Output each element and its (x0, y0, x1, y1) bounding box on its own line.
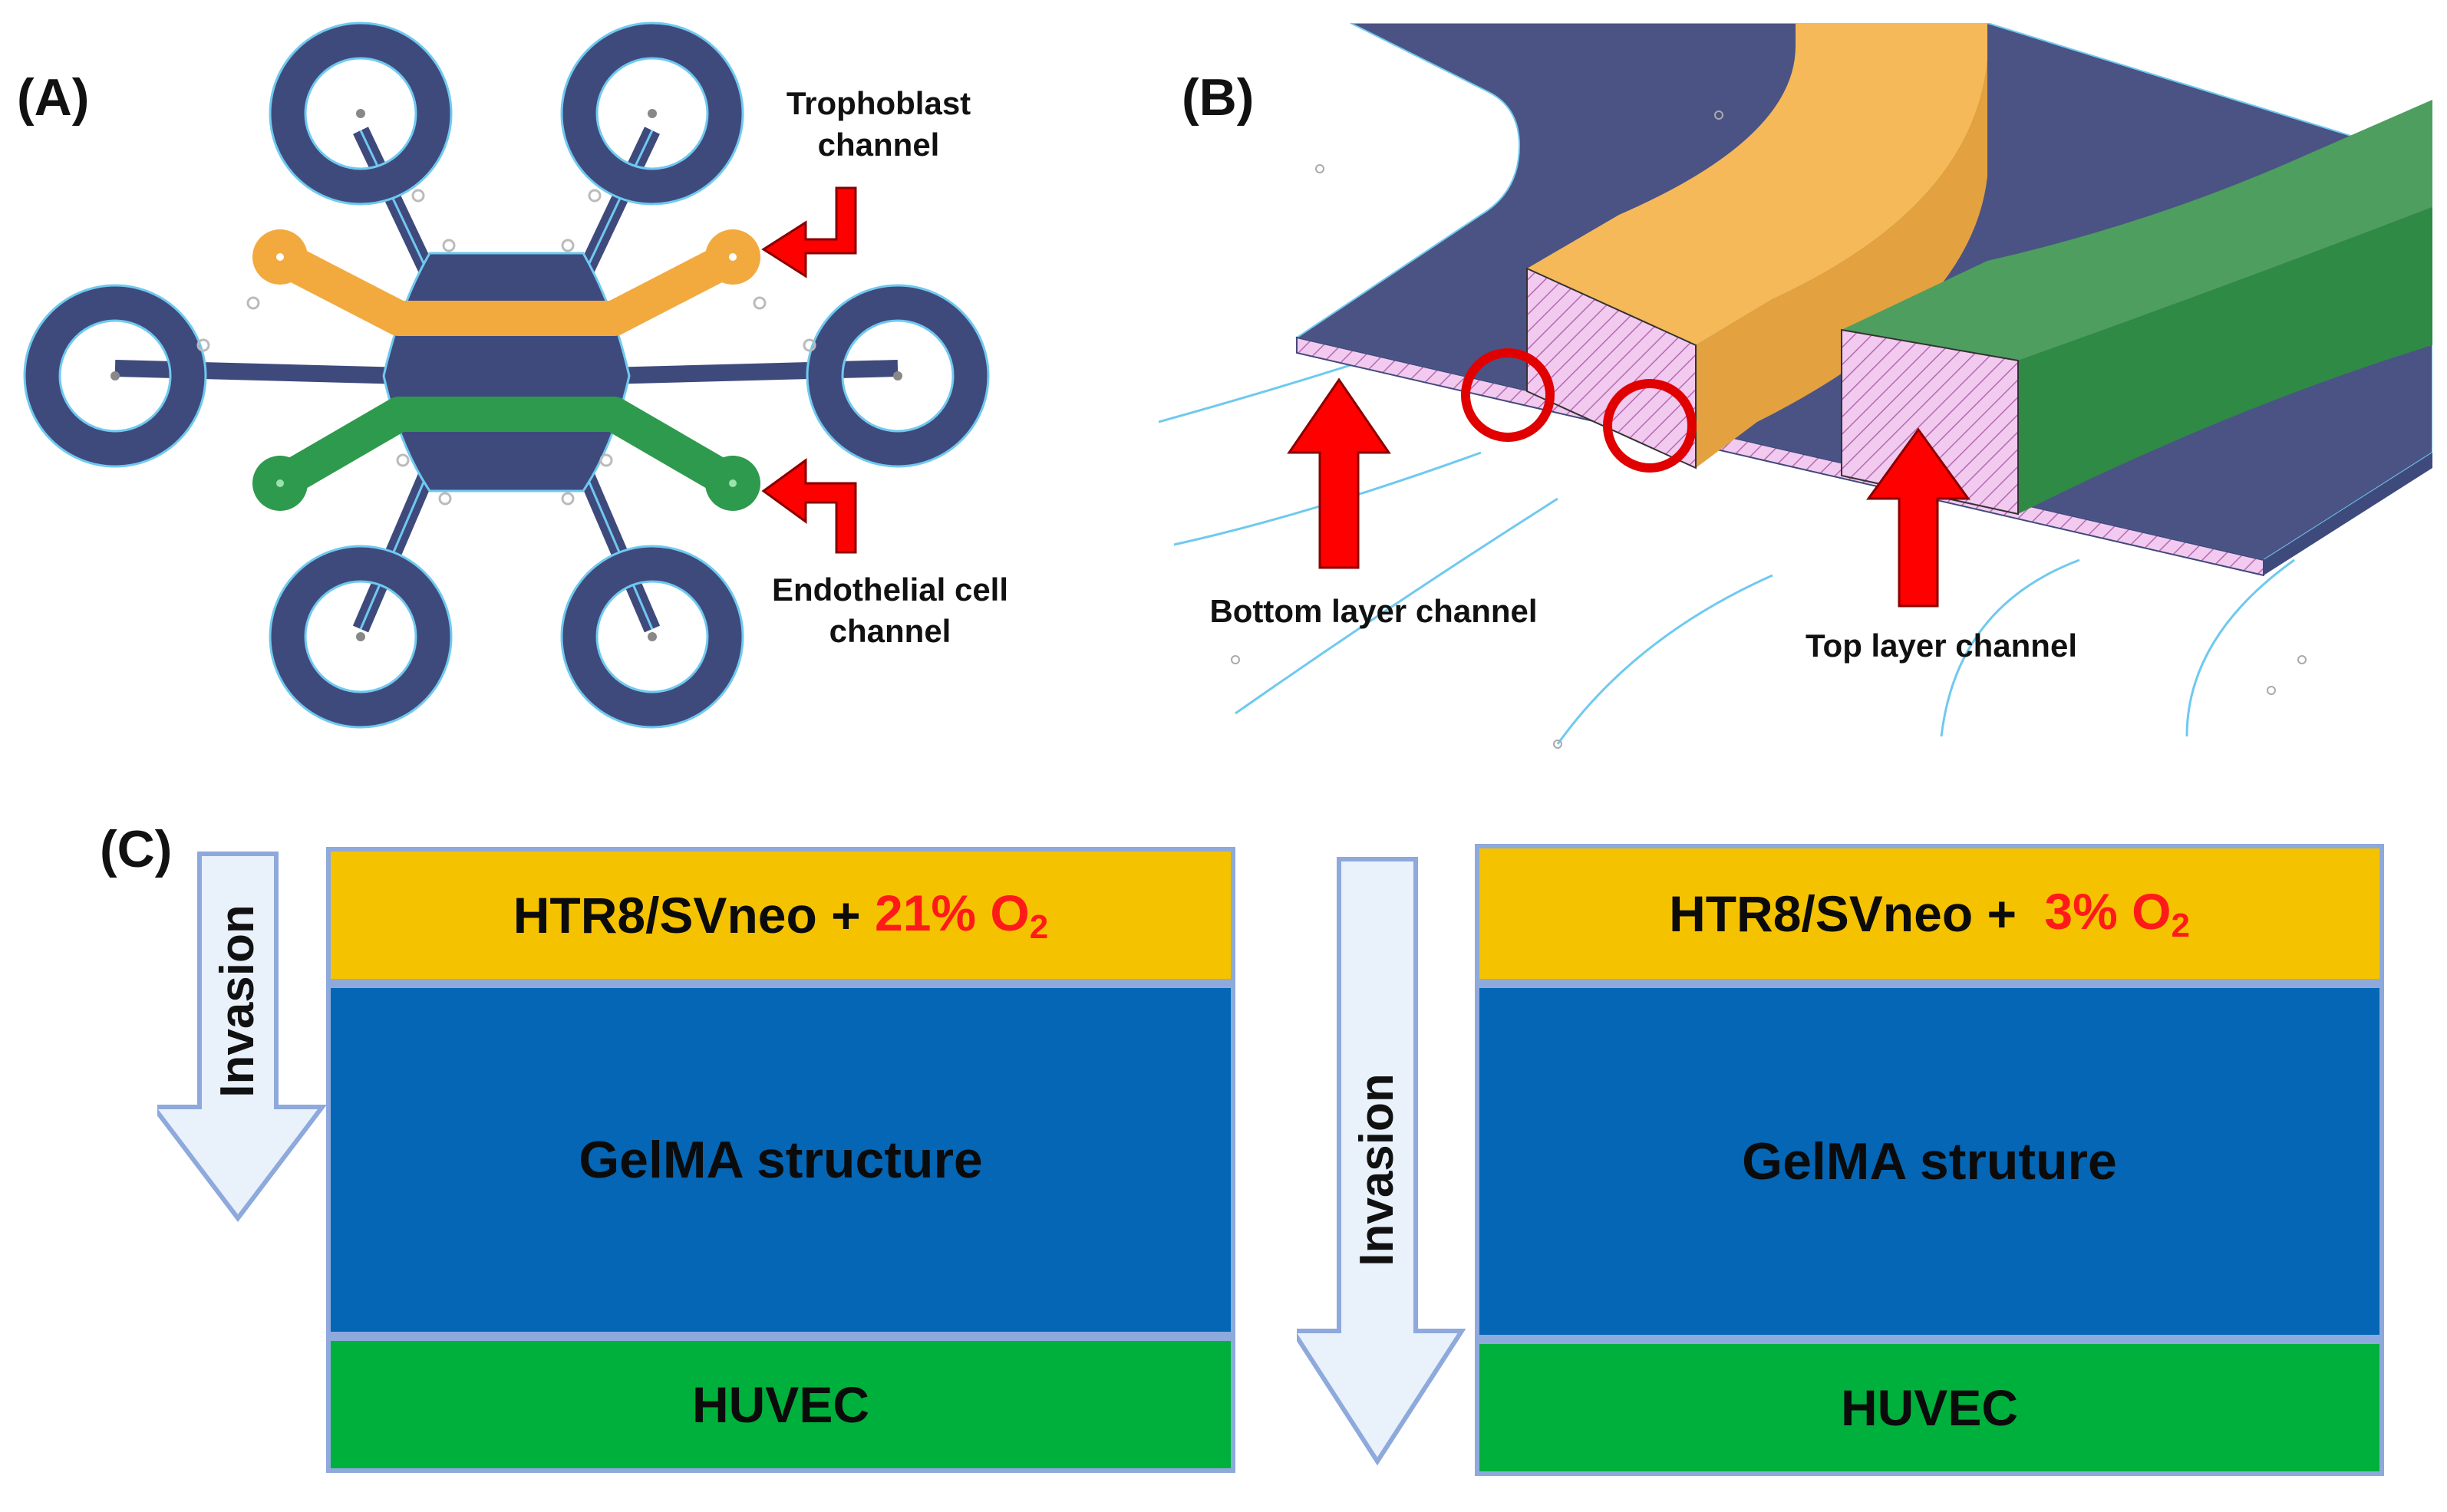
left-top-prefix: HTR8/SVneo + (513, 887, 875, 944)
top-channel-orange-face (1526, 267, 1697, 469)
trophoblast-arrow (761, 186, 857, 278)
panel-b-label: (B) (1182, 68, 1255, 127)
top-channel-orange-top (1527, 23, 1987, 345)
right-oxygen-level: 3% O2 (2044, 883, 2190, 944)
trophoblast-label-line1: Trophoblast (786, 85, 971, 121)
left-huvec-layer: HUVEC (326, 1336, 1235, 1473)
interface-circle-1 (1461, 348, 1555, 442)
left-oxygen-level: 21% O2 (875, 884, 1049, 946)
layer-cross-section-3d (1159, 23, 2432, 749)
microfluidic-chip-diagram (23, 21, 990, 729)
endothelial-arrow (761, 458, 857, 554)
trophoblast-label-line2: channel (817, 127, 940, 163)
left-gelma-layer: GelMA structure (326, 983, 1235, 1336)
top-channel-orange-side (1696, 61, 1987, 468)
top-layer-channel-label: Top layer channel (1806, 628, 2077, 664)
endothelial-channel-label: Endothelial cell channel (748, 569, 1032, 652)
right-huvec-layer: HUVEC (1475, 1339, 2384, 1476)
interface-circle-2 (1603, 379, 1697, 473)
left-invasion-label: Invasion (211, 904, 264, 1098)
panel-c-label: (C) (100, 820, 173, 878)
bottom-layer-arrow (1287, 377, 1391, 569)
endothelial-label-line1: Endothelial cell (771, 572, 1009, 608)
left-trophoblast-layer: HTR8/SVneo + 21% O2 (326, 847, 1235, 983)
right-invasion-label: Invasion (1350, 1073, 1403, 1267)
right-top-prefix: HTR8/SVneo + (1669, 885, 2031, 942)
right-trophoblast-layer: HTR8/SVneo + 3% O2 (1475, 844, 2384, 983)
endothelial-channel (271, 397, 742, 499)
central-chamber (382, 252, 631, 492)
right-gelma-layer: GelMA struture (1475, 983, 2384, 1339)
endothelial-label-line2: channel (829, 613, 951, 649)
bottom-channel-green-face (1841, 328, 2019, 516)
trophoblast-channel (272, 241, 741, 336)
top-layer-arrow (1866, 427, 1970, 608)
panel-a-label: (A) (17, 68, 90, 127)
bottom-layer-channel-label: Bottom layer channel (1209, 593, 1538, 629)
right-invasion-arrow (1297, 857, 1466, 1466)
bottom-channel-green-side (2018, 207, 2432, 514)
trophoblast-channel-label: Trophoblast channel (756, 83, 1001, 166)
bottom-channel-green-top (1842, 100, 2432, 361)
reservoir-rings (25, 23, 988, 727)
left-invasion-arrow (157, 852, 326, 1222)
